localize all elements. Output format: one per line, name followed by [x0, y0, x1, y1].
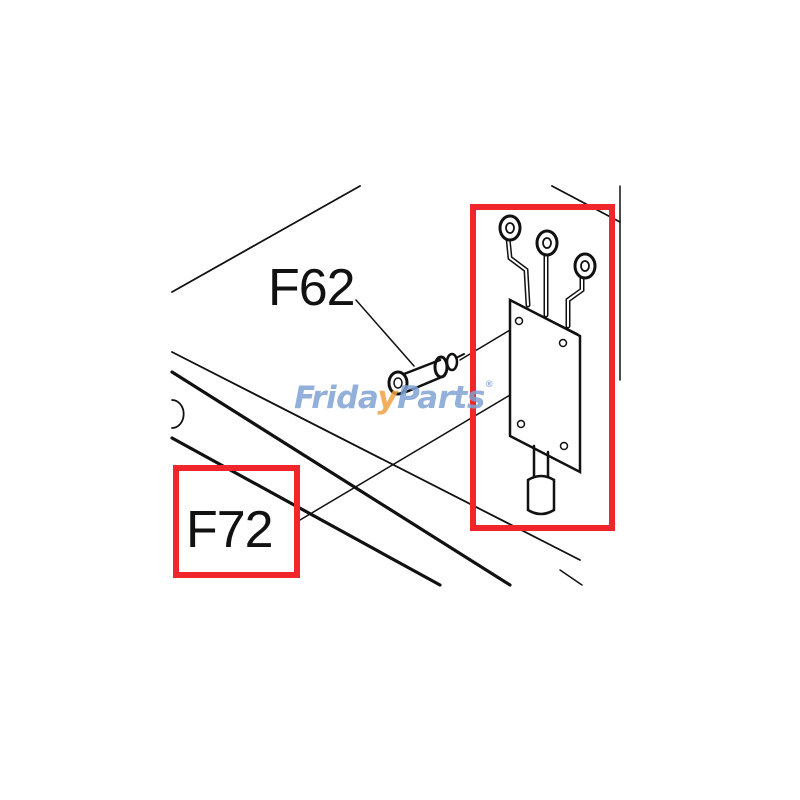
watermark-logo: FridayParts® — [294, 380, 494, 416]
highlight-box-part-f72 — [470, 204, 615, 531]
watermark-text-left: Frida — [294, 380, 378, 416]
part-label-f72: F72 — [186, 501, 274, 559]
part-label-f62: F62 — [268, 259, 356, 317]
registered-mark: ® — [484, 380, 494, 390]
watermark-swoosh-icon: y — [377, 380, 398, 416]
highlight-box-label-f72 — [173, 465, 300, 578]
watermark-text-right: Parts — [397, 380, 485, 416]
